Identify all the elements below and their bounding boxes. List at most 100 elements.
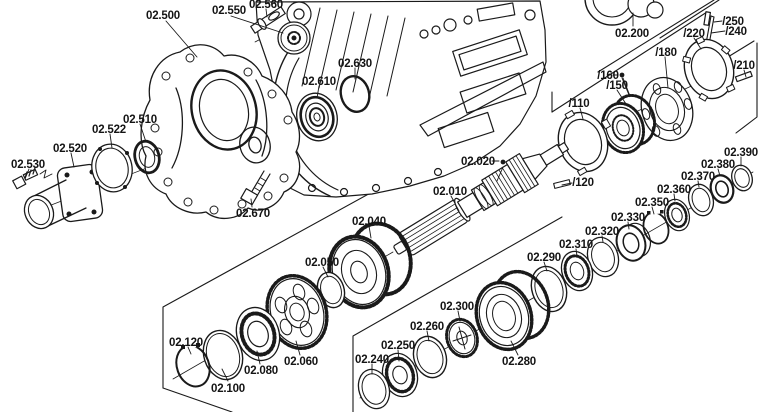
- part-label-02-670: 02.670: [236, 208, 270, 220]
- part-label-250: /250: [722, 16, 744, 28]
- leader-line: [697, 180, 700, 188]
- part-label-02-290: 02.290: [527, 252, 561, 264]
- leader-line: [693, 37, 702, 50]
- part-02-350-snap-ring: [642, 208, 670, 245]
- leader-line: [543, 261, 548, 272]
- leader-line: [651, 206, 655, 215]
- part-label-02-520: 02.520: [53, 143, 87, 155]
- part-02-040-gear: [327, 221, 413, 310]
- part-02-630-o-ring: [339, 75, 371, 113]
- part-label-02-530: 02.530: [11, 159, 45, 171]
- part-02-100-ring: [202, 329, 244, 381]
- part-02-080-bearing: [235, 306, 281, 362]
- leader-line: [256, 350, 261, 365]
- group-frame-lines: [162, 0, 758, 412]
- leader-line: [221, 368, 229, 382]
- part-label-110: /110: [569, 98, 590, 110]
- part-label-02-020: 02.020: [461, 156, 495, 168]
- part-label-02-280: 02.280: [502, 356, 536, 368]
- part-label-02-010: 02.010: [433, 186, 467, 198]
- part-02-520-flange: [23, 163, 104, 230]
- leader-line: [70, 152, 75, 168]
- leader-line: [24, 168, 30, 180]
- part-02-670-bolt: [240, 170, 271, 206]
- leader-line: [622, 77, 631, 97]
- leader-line: [165, 20, 198, 58]
- part-02-530-bolt: [12, 167, 53, 190]
- leader-line: [230, 15, 284, 34]
- part-label-02-120: 02.120: [169, 337, 203, 349]
- part-label-02-100: 02.100: [211, 383, 245, 395]
- part-label-240: /240: [725, 26, 747, 38]
- leader-line: [575, 248, 578, 257]
- leader-dot: [500, 159, 506, 165]
- leader-line: [673, 193, 676, 202]
- part-label-02-500: 02.500: [146, 10, 180, 22]
- part-02-522-gasket: [91, 143, 133, 193]
- leader-line: [295, 340, 301, 356]
- part-label-02-610: 02.610: [302, 76, 336, 88]
- part-02-240-ring: [357, 368, 391, 410]
- part-label-210: /210: [733, 60, 755, 72]
- leader-line: [397, 349, 400, 362]
- leader-line: [713, 20, 723, 23]
- leader-line: [710, 30, 726, 34]
- part-02-610-seal: [296, 92, 338, 142]
- part-250-pin: [703, 11, 712, 26]
- part-02-330-bearing: [615, 222, 652, 262]
- part-02-370-ring: [687, 183, 715, 217]
- part-label-02-040: 02.040: [352, 216, 386, 228]
- part-label-02-080: 02.080: [244, 365, 278, 377]
- part-label-02-320: 02.320: [585, 226, 619, 238]
- leader-line: [265, 8, 268, 18]
- leader-line: [717, 168, 721, 177]
- part-02-550-washer: [277, 21, 311, 55]
- part-label-180: /180: [655, 47, 677, 59]
- part-210-pin: [734, 70, 753, 83]
- part-label-02-240: 02.240: [355, 354, 389, 366]
- part-label-02-330: 02.330: [611, 212, 645, 224]
- part-label-02-250: 02.250: [381, 340, 415, 352]
- part-02-310-bearing: [560, 250, 594, 292]
- part-label-02-510: 02.510: [123, 114, 157, 126]
- part-120-pin: [553, 179, 571, 189]
- leader-line: [579, 107, 584, 120]
- part-label-02-360: 02.360: [657, 184, 691, 196]
- part-label-160: /160: [597, 70, 619, 82]
- part-label-02-390: 02.390: [724, 147, 758, 159]
- part-02-260-ring: [412, 335, 448, 379]
- part-label-02-350: 02.350: [635, 197, 669, 209]
- part-02-380-bearing-ring: [709, 174, 735, 204]
- part-label-02-550: 02.550: [212, 5, 246, 17]
- part-02-120-snap-ring: [175, 341, 211, 388]
- part-02-510-seal-ring: [133, 139, 161, 175]
- leader-line: [616, 89, 627, 105]
- leader-line: [187, 346, 192, 355]
- part-label-150: /150: [606, 80, 628, 92]
- part-label-220: /220: [683, 28, 705, 40]
- part-label-02-630: 02.630: [338, 58, 372, 70]
- part-02-200-assembly: [584, 0, 664, 26]
- part-220-slotted-ring: [682, 36, 736, 102]
- leader-line: [109, 133, 113, 149]
- part-label-02-310: 02.310: [559, 239, 593, 251]
- part-02-010-main-shaft: [393, 141, 570, 256]
- leader-line: [496, 166, 504, 182]
- part-160-bolt: [621, 77, 630, 96]
- leader-line: [743, 69, 747, 78]
- leader-line: [368, 225, 372, 239]
- leader-line: [601, 235, 604, 243]
- leader-line: [322, 266, 329, 278]
- part-02-360-bearing: [663, 198, 691, 232]
- leader-line: [139, 123, 147, 143]
- leader-line: [664, 56, 669, 89]
- part-label-02-522: 02.522: [92, 124, 126, 136]
- leader-line: [627, 221, 630, 230]
- part-02-500-front-cover: [140, 44, 301, 219]
- part-110-synchro-ring: [557, 109, 612, 177]
- leader-line: [450, 195, 460, 212]
- part-label-02-050: 02.050: [305, 257, 339, 269]
